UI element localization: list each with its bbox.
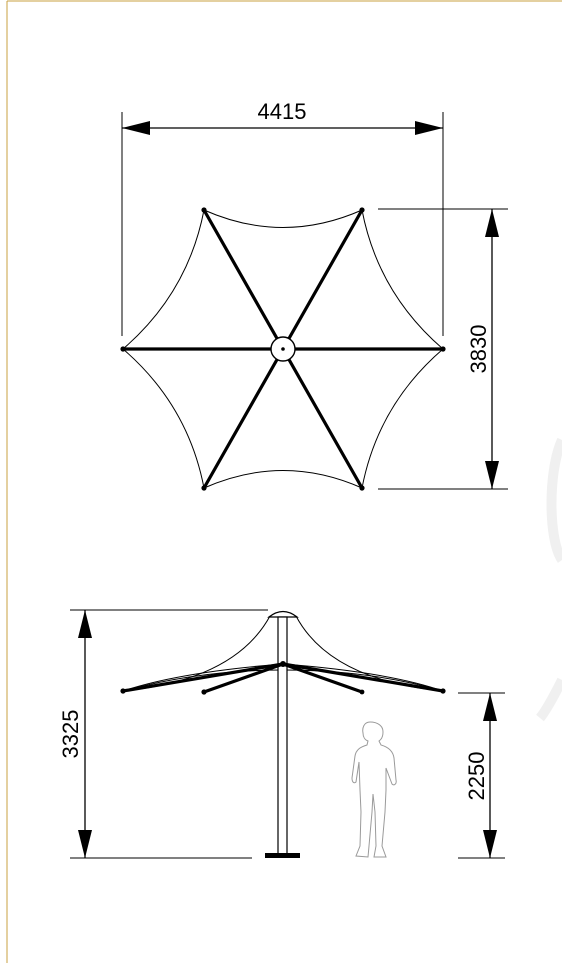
umbrella-pole — [277, 616, 288, 858]
arrowhead-up-icon — [483, 693, 497, 721]
rib-tips — [120, 207, 446, 491]
pole-base — [265, 853, 300, 858]
arrowhead-down-icon — [483, 830, 497, 858]
clearance-height-label: 2250 — [464, 752, 489, 801]
arrowhead-down-icon — [485, 461, 499, 489]
canopy-ribs — [121, 208, 445, 490]
clearance-height-dimension: 2250 — [458, 692, 505, 859]
top-cap — [267, 610, 299, 618]
side-view: 3325 2250 — [58, 609, 505, 859]
depth-dimension-label: 3830 — [466, 325, 491, 374]
side-ribs — [121, 662, 445, 694]
total-height-label: 3325 — [58, 710, 83, 759]
arrowhead-right-icon — [415, 121, 443, 135]
center-hub-dot — [281, 347, 285, 351]
arrowhead-up-icon — [78, 610, 92, 638]
page-border — [6, 0, 562, 963]
depth-dimension: 3830 — [378, 208, 508, 490]
side-rib-tips — [120, 661, 446, 695]
width-dimension: 4415 — [121, 99, 444, 336]
top-view: 4415 3830 — [120, 99, 508, 491]
arrowhead-left-icon — [122, 121, 150, 135]
background-swoosh — [536, 437, 562, 722]
width-dimension-label: 4415 — [258, 99, 307, 124]
person-scale-figure — [351, 721, 397, 858]
total-height-dimension: 3325 — [58, 609, 268, 859]
arrowhead-up-icon — [485, 209, 499, 237]
arrowhead-down-icon — [78, 830, 92, 858]
